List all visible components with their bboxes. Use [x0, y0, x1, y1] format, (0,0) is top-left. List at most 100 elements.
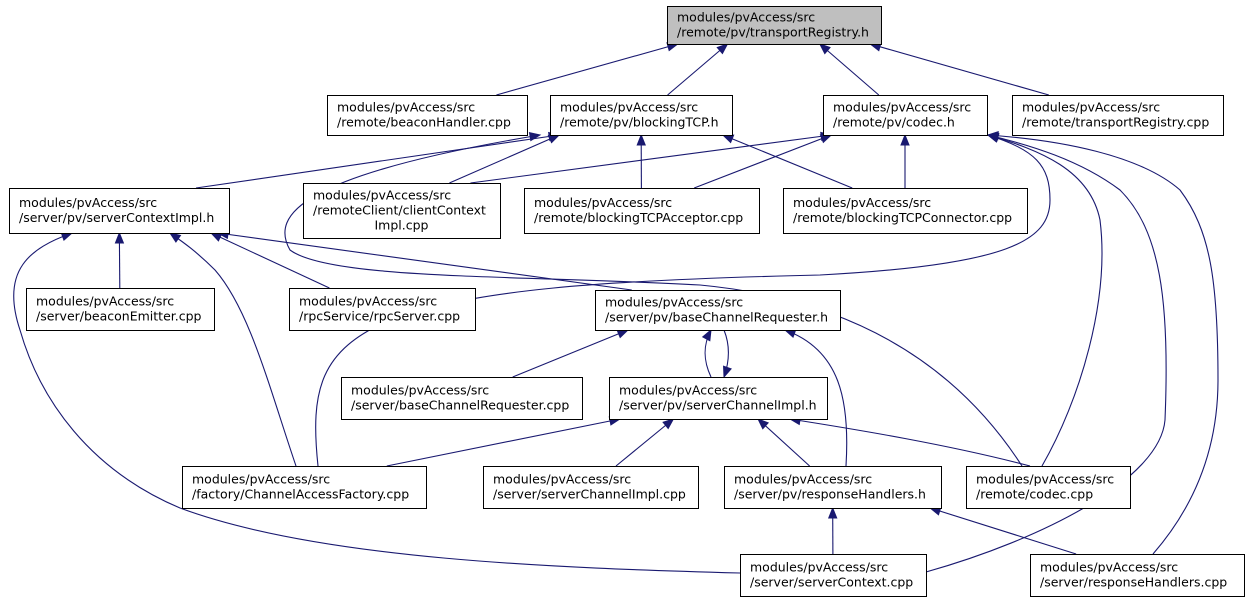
node-beaconHandler-cpp[interactable]: modules/pvAccess/src/remote/beaconHandle…	[327, 95, 528, 136]
node-clientContextImpl-cpp[interactable]: modules/pvAccess/src/remoteClient/client…	[303, 183, 501, 239]
node-box	[740, 554, 927, 597]
node-codec-cpp[interactable]: modules/pvAccess/src/remote/codec.cpp	[966, 466, 1131, 509]
arrowhead	[114, 231, 125, 244]
node-label-line: /remote/pv/codec.h	[833, 115, 955, 130]
edge-line	[694, 134, 832, 189]
node-label-line: modules/pvAccess/src	[976, 472, 1114, 487]
node-box	[783, 188, 1028, 234]
node-responseHandlers-cpp[interactable]: modules/pvAccess/src/server/responseHand…	[1030, 554, 1245, 597]
arrowhead	[757, 418, 770, 430]
node-label-line: /server/pv/responseHandlers.h	[734, 487, 926, 502]
node-label-line: modules/pvAccess/src	[493, 472, 631, 487]
edge-line	[757, 418, 810, 467]
node-label-line: modules/pvAccess/src	[534, 195, 672, 210]
node-serverChannelImpl-cpp[interactable]: modules/pvAccess/src/server/serverChanne…	[483, 466, 699, 509]
node-ChannelAccessFactory-cpp[interactable]: modules/pvAccess/src/factory/ChannelAcce…	[182, 466, 427, 509]
edge-serverChannelImpl_h-to-baseChannelRequester_h	[701, 328, 712, 378]
node-label-line: modules/pvAccess/src	[734, 472, 872, 487]
edge-beaconEmitter_cpp-to-serverContextImpl_h	[114, 231, 125, 289]
node-label-line: modules/pvAccess/src	[1022, 100, 1160, 115]
node-box	[724, 466, 942, 509]
edge-line	[13, 232, 741, 574]
edge-responseHandlers_cpp-to-codec_h	[986, 131, 1219, 555]
edge-baseChannelRequester_h-to-serverContextImpl_h	[216, 229, 632, 291]
edge-line	[470, 134, 832, 184]
node-label-line: modules/pvAccess/src	[605, 295, 743, 310]
node-label-line: /server/baseChannelRequester.cpp	[351, 398, 569, 413]
edge-ChannelAccessFactory_cpp-to-serverChannelImpl_h	[386, 416, 622, 467]
edge-baseChannelRequester_cpp-to-baseChannelRequester_h	[512, 329, 630, 378]
node-beaconEmitter-cpp[interactable]: modules/pvAccess/src/server/beaconEmitte…	[26, 288, 215, 331]
node-label-line: /remote/codec.cpp	[976, 487, 1093, 502]
node-label-line: modules/pvAccess/src	[560, 100, 698, 115]
edge-baseChannelRequester_h-to-serverChannelImpl_h	[723, 329, 732, 379]
node-label-line: modules/pvAccess/src	[619, 383, 757, 398]
node-baseChannelRequester-cpp[interactable]: modules/pvAccess/src/server/baseChannelR…	[341, 377, 583, 420]
node-serverContextImpl-h[interactable]: modules/pvAccess/src/server/pv/serverCon…	[9, 188, 230, 234]
node-label-line: /remote/blockingTCPConnector.cpp	[793, 210, 1012, 225]
node-codec-h[interactable]: modules/pvAccess/src/remote/pv/codec.h	[823, 95, 988, 136]
edge-line	[615, 418, 674, 467]
node-box	[966, 466, 1131, 509]
edge-line	[987, 134, 1103, 467]
node-label-line: modules/pvAccess/src	[299, 294, 437, 309]
node-box	[550, 95, 733, 136]
node-serverContext-cpp[interactable]: modules/pvAccess/src/server/serverContex…	[740, 554, 927, 597]
edge-transportRegistry_cpp-to-transportRegistry_h	[869, 42, 1049, 96]
node-label-line: /remote/pv/transportRegistry.h	[677, 25, 869, 40]
edge-blockingTCPConnector_cpp-to-blockingTCP_h	[721, 134, 853, 189]
node-label-line: Impl.cpp	[375, 218, 429, 233]
node-serverChannelImpl-h[interactable]: modules/pvAccess/src/server/pv/serverCha…	[609, 377, 828, 420]
edge-clientContextImpl_cpp-to-blockingTCP_h	[449, 134, 561, 184]
node-label-line: /factory/ChannelAccessFactory.cpp	[192, 487, 409, 502]
node-blockingTCPAcceptor-cpp[interactable]: modules/pvAccess/src/remote/blockingTCPA…	[524, 188, 760, 234]
node-label-line: modules/pvAccess/src	[19, 195, 157, 210]
node-transportRegistry-cpp[interactable]: modules/pvAccess/src/remote/transportReg…	[1012, 95, 1224, 136]
node-label-line: /server/pv/baseChannelRequester.h	[605, 310, 828, 325]
node-rpcServer-cpp[interactable]: modules/pvAccess/src/rpcService/rpcServe…	[289, 288, 476, 331]
node-label-line: /remoteClient/clientContext	[313, 203, 486, 218]
node-label-line: /server/serverChannelImpl.cpp	[493, 487, 686, 502]
arrowhead	[616, 329, 630, 339]
edge-line	[722, 134, 853, 189]
node-box	[289, 288, 476, 331]
node-box	[182, 466, 427, 509]
node-label-line: modules/pvAccess/src	[351, 383, 489, 398]
edge-line	[870, 43, 1049, 96]
arrowhead	[716, 43, 729, 55]
edge-serverChannelImpl_cpp-to-serverChannelImpl_h	[615, 418, 675, 467]
edge-ChannelAccessFactory_cpp-to-serverContextImpl_h	[168, 232, 297, 467]
node-blockingTCPConnector-cpp[interactable]: modules/pvAccess/src/remote/blockingTCPC…	[783, 188, 1028, 234]
node-responseHandlers-h[interactable]: modules/pvAccess/src/server/pv/responseH…	[724, 466, 942, 509]
node-box	[1030, 554, 1245, 597]
node-blockingTCP-h[interactable]: modules/pvAccess/src/remote/pv/blockingT…	[550, 95, 733, 136]
node-label-line: /server/beaconEmitter.cpp	[36, 309, 202, 324]
edge-line	[195, 134, 560, 189]
node-label-line: /server/pv/serverChannelImpl.h	[619, 398, 817, 413]
node-box	[524, 188, 760, 234]
node-baseChannelRequester-h[interactable]: modules/pvAccess/src/server/pv/baseChann…	[595, 290, 841, 331]
arrowhead	[662, 418, 675, 430]
edge-line	[784, 329, 848, 467]
edge-codec_h-to-transportRegistry_h	[818, 43, 880, 96]
node-label-line: /server/pv/serverContextImpl.h	[19, 210, 214, 225]
node-label-line: /remote/blockingTCPAcceptor.cpp	[534, 210, 743, 225]
edge-line	[386, 418, 621, 467]
arrowhead	[900, 133, 910, 146]
edge-blockingTCP_h-to-transportRegistry_h	[667, 43, 729, 96]
node-box	[26, 288, 215, 331]
node-box	[609, 377, 828, 420]
node-label-line: modules/pvAccess/src	[313, 188, 451, 203]
edge-line	[789, 418, 1031, 467]
node-box	[1012, 95, 1224, 136]
node-label-line: modules/pvAccess/src	[677, 10, 815, 25]
arrowhead	[721, 134, 735, 144]
arrowhead	[723, 365, 732, 379]
node-box	[595, 290, 841, 331]
arrowhead	[547, 134, 561, 144]
edge-line	[929, 507, 1077, 555]
arrowhead	[701, 328, 712, 342]
node-box	[483, 466, 699, 509]
node-transportRegistry-h: modules/pvAccess/src/remote/pv/transport…	[667, 6, 882, 45]
edge-line	[667, 43, 728, 96]
